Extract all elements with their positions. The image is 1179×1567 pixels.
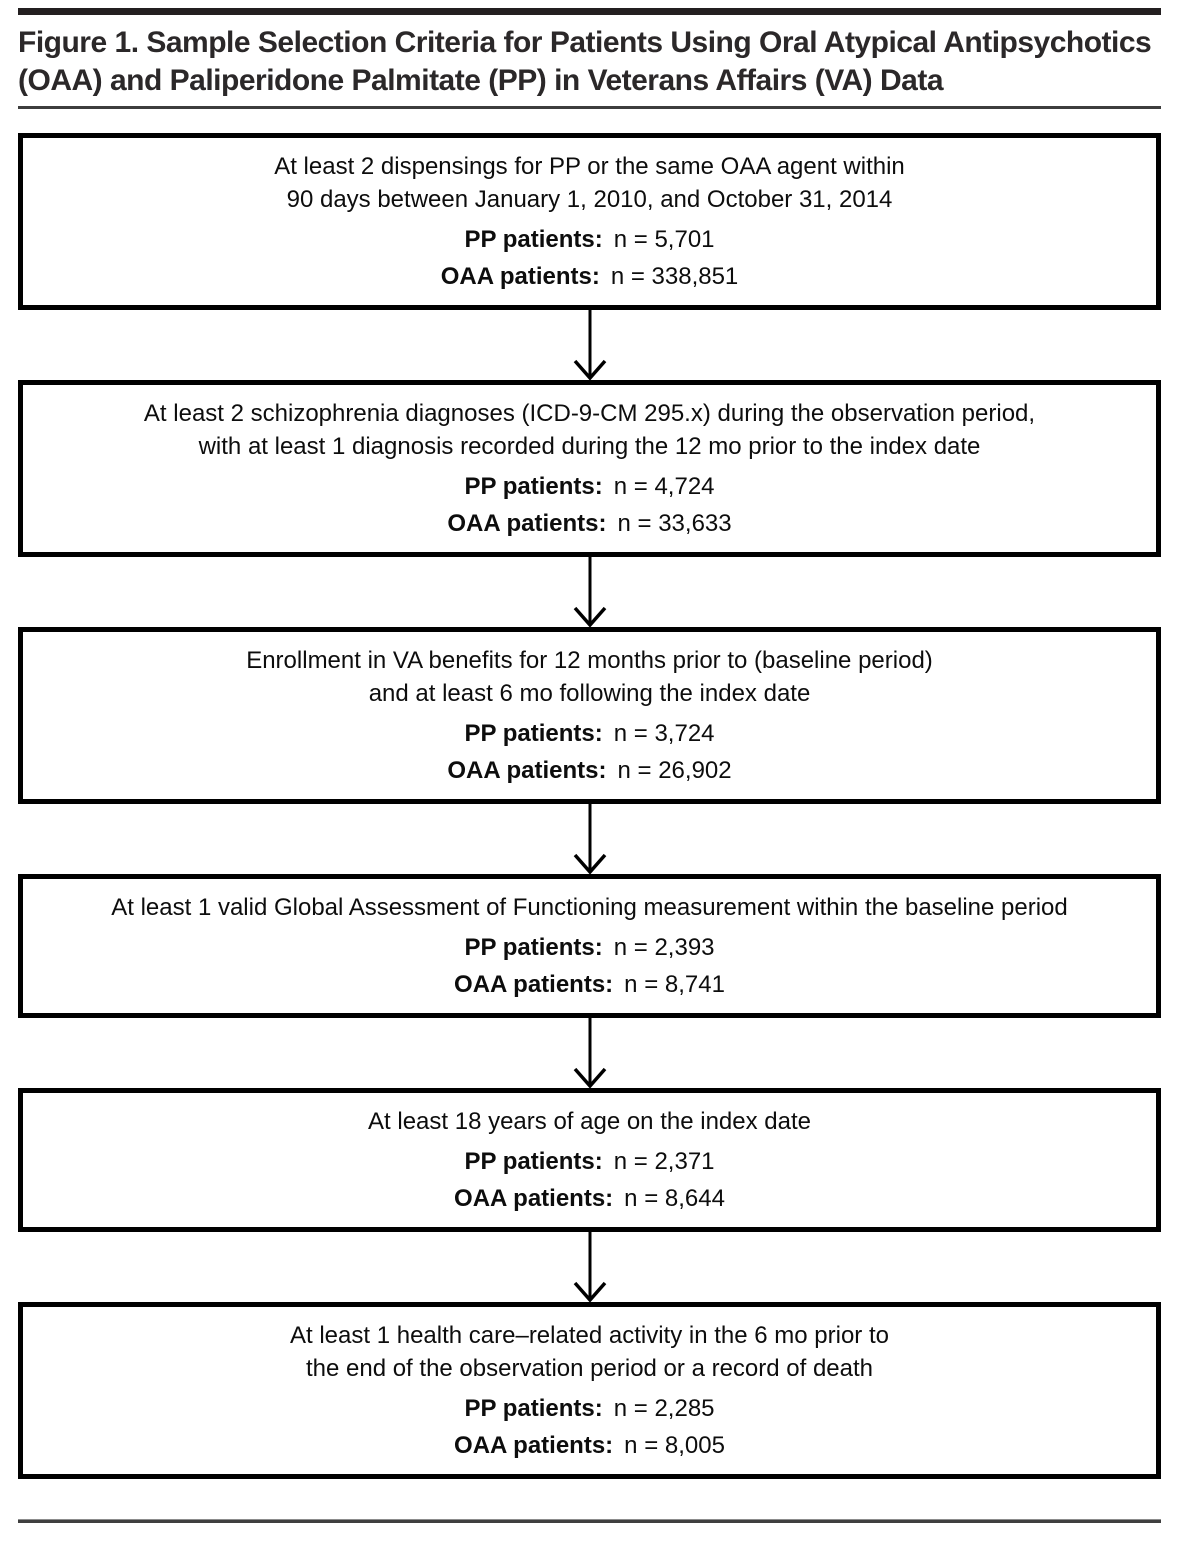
criteria-box-gaf-measurement: At least 1 valid Global Assessment of Fu… [18,874,1161,1018]
pp-count-line: PP patients: n = 2,371 [27,1143,1152,1180]
pp-patients-value: n = 4,724 [613,473,715,500]
oaa-count-line: OAA patients: n = 338,851 [27,258,1152,295]
pp-count-line: PP patients: n = 3,724 [27,715,1152,752]
oaa-count-line: OAA patients: n = 33,633 [27,505,1152,542]
oaa-count-line: OAA patients: n = 8,741 [27,966,1152,1003]
down-arrow-icon [573,804,606,874]
criteria-box-schizophrenia-diagnoses: At least 2 schizophrenia diagnoses (ICD-… [18,380,1161,557]
pp-patients-value: n = 2,371 [613,1148,715,1175]
figure-title: Figure 1. Sample Selection Criteria for … [18,26,1152,97]
criteria-box-dispensings: At least 2 dispensings for PP or the sam… [18,133,1161,310]
figure-page: Figure 1. Sample Selection Criteria for … [18,8,1161,1523]
pp-patients-label: PP patients: [464,226,603,253]
pp-count-line: PP patients: n = 4,724 [27,468,1152,505]
oaa-patients-value: n = 8,741 [624,971,725,998]
criteria-text: At least 1 valid Global Assessment of Fu… [27,891,1152,924]
down-arrow-icon [573,1018,606,1088]
title-bottom-rule [18,106,1161,109]
criteria-line: Enrollment in VA benefits for 12 months … [246,647,933,674]
oaa-count-line: OAA patients: n = 8,005 [27,1427,1152,1464]
criteria-line: At least 2 schizophrenia diagnoses (ICD-… [143,400,1036,427]
oaa-patients-label: OAA patients: [454,1432,614,1459]
pp-patients-label: PP patients: [464,720,603,747]
down-arrow-icon [573,310,606,380]
pp-patients-value: n = 2,393 [613,934,715,961]
flow-arrow [18,310,1161,380]
oaa-count-line: OAA patients: n = 8,644 [27,1180,1152,1217]
figure-bottom-rule [18,1519,1161,1523]
pp-patients-value: n = 5,701 [613,226,715,253]
pp-patients-label: PP patients: [464,473,603,500]
criteria-text: At least 2 schizophrenia diagnoses (ICD-… [27,397,1152,463]
criteria-box-age: At least 18 years of age on the index da… [18,1088,1161,1232]
oaa-patients-label: OAA patients: [454,971,614,998]
criteria-line: 90 days between January 1, 2010, and Oct… [286,186,893,213]
criteria-text: At least 2 dispensings for PP or the sam… [27,150,1152,216]
pp-count-line: PP patients: n = 5,701 [27,221,1152,258]
criteria-line: At least 1 health care–related activity … [290,1322,889,1349]
criteria-line: At least 2 dispensings for PP or the sam… [274,153,905,180]
oaa-patients-label: OAA patients: [440,263,600,290]
pp-patients-label: PP patients: [464,1148,603,1175]
criteria-line: the end of the observation period or a r… [305,1355,874,1382]
oaa-patients-value: n = 338,851 [610,263,739,290]
criteria-box-healthcare-activity: At least 1 health care–related activity … [18,1302,1161,1479]
criteria-box-va-enrollment: Enrollment in VA benefits for 12 months … [18,627,1161,804]
criteria-line: At least 1 valid Global Assessment of Fu… [111,894,1068,921]
oaa-patients-value: n = 8,644 [624,1185,725,1212]
pp-patients-value: n = 3,724 [613,720,715,747]
criteria-line: At least 18 years of age on the index da… [368,1108,811,1135]
flow-arrow [18,557,1161,627]
pp-patients-label: PP patients: [464,934,603,961]
oaa-patients-value: n = 33,633 [617,510,732,537]
oaa-patients-label: OAA patients: [447,757,607,784]
criteria-line: and at least 6 mo following the index da… [368,680,811,707]
pp-count-line: PP patients: n = 2,393 [27,929,1152,966]
oaa-patients-value: n = 26,902 [617,757,732,784]
criteria-line: with at least 1 diagnosis recorded durin… [198,433,981,460]
flow-arrow [18,1018,1161,1088]
oaa-patients-label: OAA patients: [447,510,607,537]
down-arrow-icon [573,557,606,627]
pp-count-line: PP patients: n = 2,285 [27,1390,1152,1427]
criteria-text: At least 1 health care–related activity … [27,1319,1152,1385]
flow-arrow [18,804,1161,874]
down-arrow-icon [573,1232,606,1302]
oaa-patients-label: OAA patients: [454,1185,614,1212]
figure-top-rule [18,8,1161,15]
criteria-text: At least 18 years of age on the index da… [27,1105,1152,1138]
oaa-count-line: OAA patients: n = 26,902 [27,752,1152,789]
oaa-patients-value: n = 8,005 [624,1432,725,1459]
pp-patients-label: PP patients: [464,1395,603,1422]
pp-patients-value: n = 2,285 [613,1395,715,1422]
criteria-text: Enrollment in VA benefits for 12 months … [27,644,1152,710]
flow-arrow [18,1232,1161,1302]
sample-selection-flowchart: At least 2 dispensings for PP or the sam… [18,133,1161,1479]
